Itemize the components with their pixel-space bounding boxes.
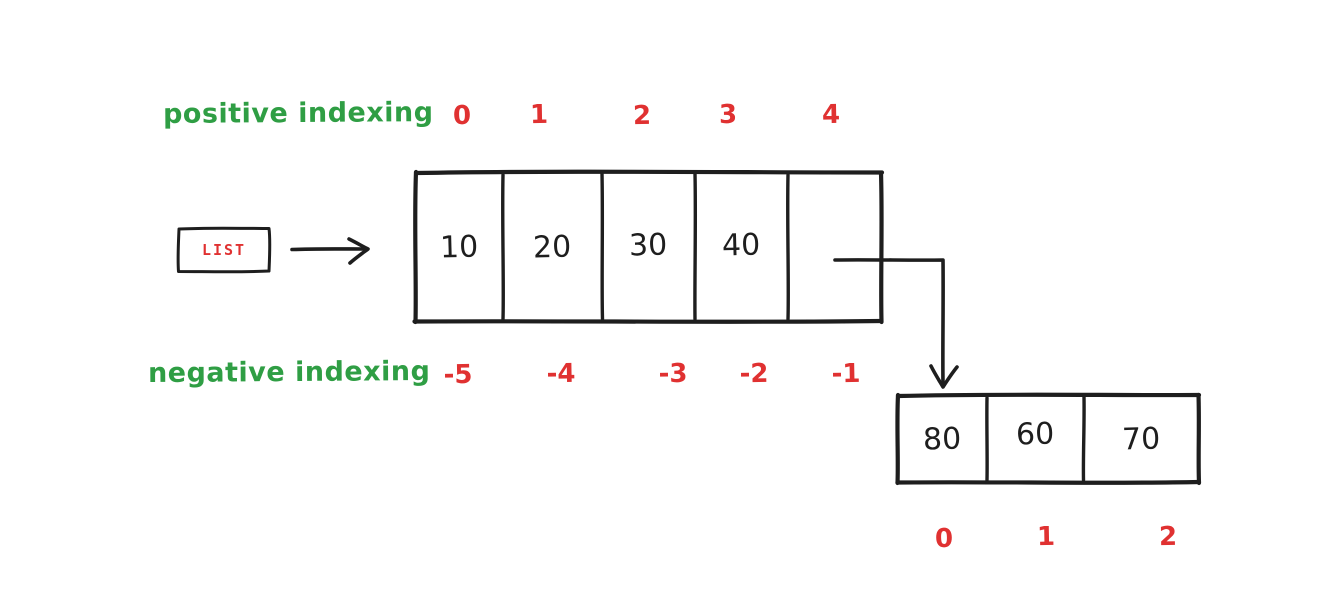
main-array-value-3: 40 bbox=[721, 227, 762, 263]
sub-index-0: 0 bbox=[934, 523, 954, 555]
list-pointer-box: LIST bbox=[178, 228, 270, 272]
main-array-value-2: 30 bbox=[628, 227, 669, 263]
sub-array-value-1: 60 bbox=[1015, 416, 1056, 452]
negative-index-3: -2 bbox=[739, 358, 769, 390]
positive-index-2: 2 bbox=[632, 100, 652, 132]
main-array-cell-2: 30 bbox=[602, 170, 695, 320]
positive-indexing-label: positive indexing bbox=[162, 97, 434, 130]
main-array-cell-3: 40 bbox=[695, 170, 788, 320]
positive-index-4: 4 bbox=[821, 99, 841, 131]
sub-array-box bbox=[895, 392, 1202, 486]
negative-index-4: -1 bbox=[831, 358, 861, 390]
sub-array-value-2: 70 bbox=[1121, 421, 1161, 457]
elbow-arrow-icon bbox=[833, 258, 959, 389]
positive-index-0: 0 bbox=[452, 100, 472, 132]
negative-index-0: -5 bbox=[443, 359, 473, 391]
sub-array-value-0: 80 bbox=[922, 421, 962, 457]
sub-index-2: 2 bbox=[1158, 521, 1178, 553]
list-pointer-label: LIST bbox=[201, 241, 247, 259]
main-array-cell-0: 10 bbox=[415, 172, 503, 322]
main-array-value-1: 20 bbox=[532, 229, 573, 265]
main-array-cell-4 bbox=[788, 172, 882, 322]
sub-array-cell-2: 70 bbox=[1084, 395, 1198, 483]
list-box-outline bbox=[176, 226, 272, 274]
main-array-box bbox=[412, 169, 885, 325]
sub-array-cell-1: 60 bbox=[987, 390, 1084, 478]
positive-index-3: 3 bbox=[718, 99, 738, 131]
negative-index-1: -4 bbox=[546, 358, 576, 390]
arrow-right-icon bbox=[290, 237, 370, 265]
negative-indexing-label: negative indexing bbox=[147, 356, 431, 389]
main-array-cell-1: 20 bbox=[503, 172, 602, 322]
positive-index-1: 1 bbox=[529, 99, 549, 131]
main-array-value-0: 10 bbox=[439, 229, 479, 265]
sub-index-1: 1 bbox=[1036, 521, 1056, 553]
sub-array-cell-0: 80 bbox=[897, 395, 987, 483]
negative-index-2: -3 bbox=[658, 358, 688, 390]
